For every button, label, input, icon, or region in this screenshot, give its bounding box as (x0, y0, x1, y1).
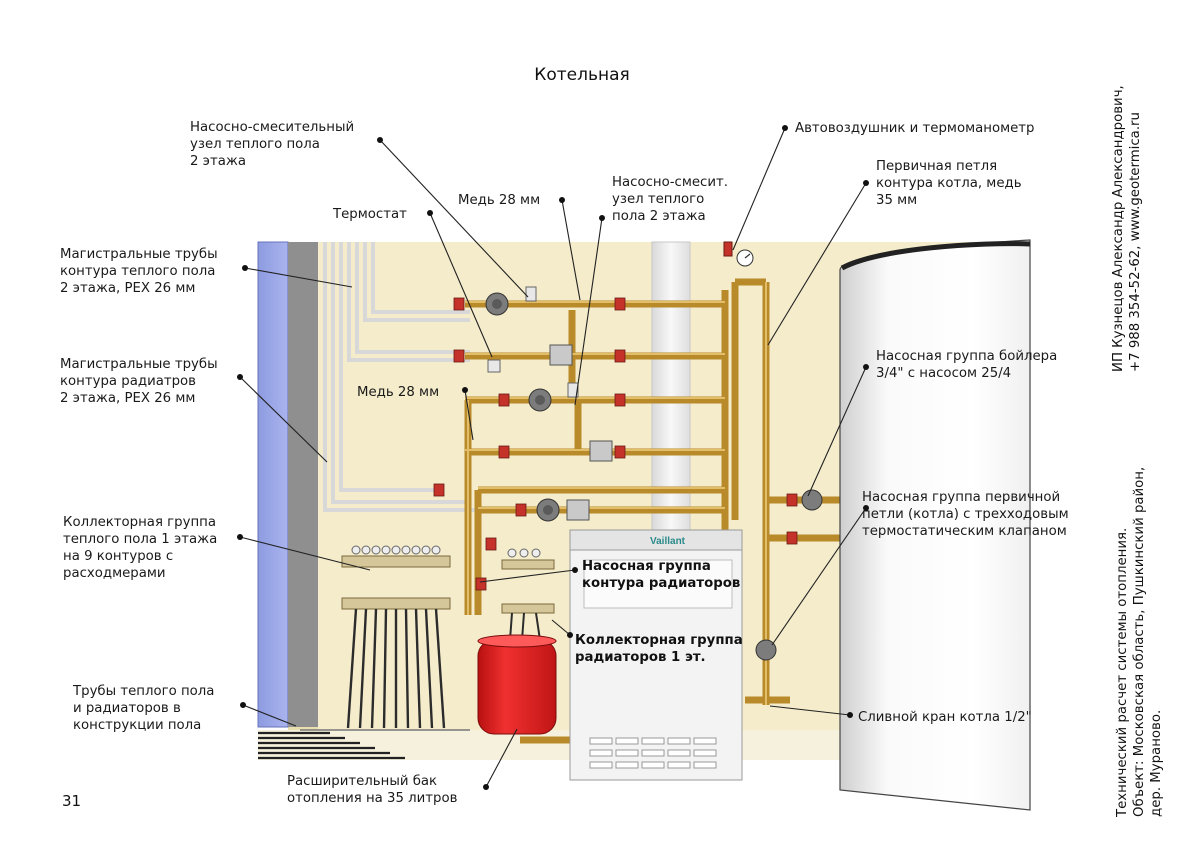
svg-text:контура котла, медь: контура котла, медь (876, 176, 1022, 191)
label-primary-pump-group: Насосная группа первичной петли (котла) … (862, 490, 1069, 539)
svg-text:расходмерами: расходмерами (63, 566, 166, 581)
pumps-and-valves (433, 241, 823, 661)
label-floor-mains-2floor: Магистральные трубы контура теплого пола… (60, 246, 218, 296)
svg-text:2 этажа: 2 этажа (190, 154, 246, 169)
svg-text:термостатическим клапаном: термостатическим клапаном (862, 524, 1067, 539)
pump-2 (528, 388, 552, 412)
svg-text:теплого пола 1 этажа: теплого пола 1 этажа (63, 532, 217, 547)
mixing-valve-3 (566, 499, 590, 521)
svg-text:Насосно-смесит.: Насосно-смесит. (612, 175, 728, 190)
mixing-valve-2 (589, 440, 613, 462)
svg-text:Сливной кран котла 1/2": Сливной кран котла 1/2" (858, 710, 1032, 725)
label-floor-pipes: Трубы теплого пола и радиаторов в констр… (72, 683, 214, 733)
sidebar-project: Технический расчет системы отопления. Об… (1115, 467, 1164, 818)
label-mixing-unit-2floor: Насосно-смесительный узел теплого пола 2… (190, 120, 354, 169)
svg-text:35 мм: 35 мм (876, 193, 917, 208)
leader-dots (237, 125, 869, 790)
mixing-valve-1 (549, 344, 573, 366)
page-number: 31 (62, 792, 81, 810)
label-boiler-pump-group: Насосная группа бойлера 3/4" с насосом 2… (876, 348, 1057, 381)
svg-text:отопления на 35 литров: отопления на 35 литров (287, 791, 458, 806)
thermostat-body (525, 286, 537, 302)
floor-manifold (341, 545, 451, 729)
svg-text:узел теплого пола: узел теплого пола (190, 137, 320, 152)
svg-text:2 этажа, PEX 26 мм: 2 этажа, PEX 26 мм (60, 391, 195, 406)
svg-text:Магистральные трубы: Магистральные трубы (60, 246, 218, 262)
svg-text:Коллекторная группа: Коллекторная группа (63, 515, 216, 530)
svg-text:радиаторов 1 эт.: радиаторов 1 эт. (575, 650, 706, 665)
pump-4 (755, 489, 823, 661)
leader-lines (239, 127, 867, 788)
svg-text:Первичная петля: Первичная петля (876, 159, 997, 174)
svg-text:контура теплого пола: контура теплого пола (60, 264, 215, 279)
svg-text:Насосная группа первичной: Насосная группа первичной (862, 490, 1060, 505)
svg-text:пола 2 этажа: пола 2 этажа (612, 209, 706, 224)
svg-text:Объект: Московская область, Пу: Объект: Московская область, Пушкинский р… (1131, 467, 1147, 817)
sidebar-author: ИП Кузнецов Александр Александрович, +7 … (1111, 85, 1143, 372)
chimney (651, 241, 691, 531)
svg-text:Магистральные трубы: Магистральные трубы (60, 356, 218, 372)
label-expansion-tank: Расширительный бак отопления на 35 литро… (287, 773, 458, 806)
svg-text:контура радиаторов: контура радиаторов (582, 576, 740, 591)
boiler: Vaillant (569, 529, 743, 781)
svg-text:контура радиатров: контура радиатров (60, 374, 196, 389)
boiler-brand: Vaillant (650, 536, 686, 547)
water-heater-tank (839, 239, 1031, 811)
svg-text:на 9 контуров с: на 9 контуров с (63, 549, 173, 564)
label-radiator-mains-2floor: Магистральные трубы контура радиатров 2 … (60, 356, 218, 406)
expansion-tank (477, 634, 557, 735)
label-mixing-unit-short: Насосно-смесит. узел теплого пола 2 этаж… (612, 175, 728, 224)
label-radiator-pump-group: Насосная группа контура радиаторов (582, 559, 740, 591)
label-drain-valve: Сливной кран котла 1/2" (858, 710, 1032, 725)
label-primary-loop: Первичная петля контура котла, медь 35 м… (876, 159, 1022, 208)
pump-3 (536, 498, 560, 522)
svg-text:Расширительный бак: Расширительный бак (287, 773, 437, 789)
svg-text:Коллекторная группа: Коллекторная группа (575, 633, 743, 648)
air-vent (723, 241, 733, 257)
svg-text:петли (котла) с трехходовым: петли (котла) с трехходовым (862, 507, 1069, 522)
svg-text:узел теплого: узел теплого (612, 192, 704, 207)
boiler-vents (589, 737, 717, 769)
left-column-side (288, 242, 318, 727)
left-column (257, 241, 289, 728)
svg-text:Автовоздушник и термоманометр: Автовоздушник и термоманометр (795, 121, 1035, 136)
label-radiator-manifold-1: Коллекторная группа радиаторов 1 эт. (575, 633, 743, 665)
svg-text:конструкции пола: конструкции пола (73, 718, 201, 733)
svg-text:+7 988 354-52-62, www.geoterm: +7 988 354-52-62, www.geotermica.ru (1128, 112, 1143, 372)
label-thermostat: Термостат (332, 207, 407, 222)
svg-text:Медь 28 мм: Медь 28 мм (357, 385, 439, 400)
svg-text:дер. Мураново.: дер. Мураново. (1149, 710, 1164, 817)
svg-text:Насосная группа бойлера: Насосная группа бойлера (876, 348, 1057, 364)
floor-pipes-hatch (258, 729, 470, 760)
svg-text:Насосная группа: Насосная группа (582, 559, 711, 574)
svg-text:Насосно-смесительный: Насосно-смесительный (190, 120, 354, 135)
page-title: Котельная (534, 65, 629, 85)
svg-text:ИП Кузнецов Александр Александ: ИП Кузнецов Александр Александрович, (1111, 85, 1126, 372)
svg-text:и радиаторов в: и радиаторов в (73, 701, 181, 716)
label-floor-manifold-1: Коллекторная группа теплого пола 1 этажа… (63, 515, 217, 581)
label-air-vent: Автовоздушник и термоманометр (795, 121, 1035, 136)
svg-text:Трубы теплого пола: Трубы теплого пола (72, 683, 214, 699)
label-copper-28-mid: Медь 28 мм (357, 385, 439, 400)
svg-text:3/4" с насосом 25/4: 3/4" с насосом 25/4 (876, 366, 1011, 381)
pex-mains (323, 242, 475, 512)
svg-text:Медь 28 мм: Медь 28 мм (458, 193, 540, 208)
svg-text:Термостат: Термостат (332, 207, 407, 222)
label-copper-28-top: Медь 28 мм (458, 193, 540, 208)
svg-text:2 этажа, PEX 26 мм: 2 этажа, PEX 26 мм (60, 281, 195, 296)
svg-text:Технический расчет системы ото: Технический расчет системы отопления. (1115, 528, 1130, 818)
pump-1 (485, 292, 509, 316)
